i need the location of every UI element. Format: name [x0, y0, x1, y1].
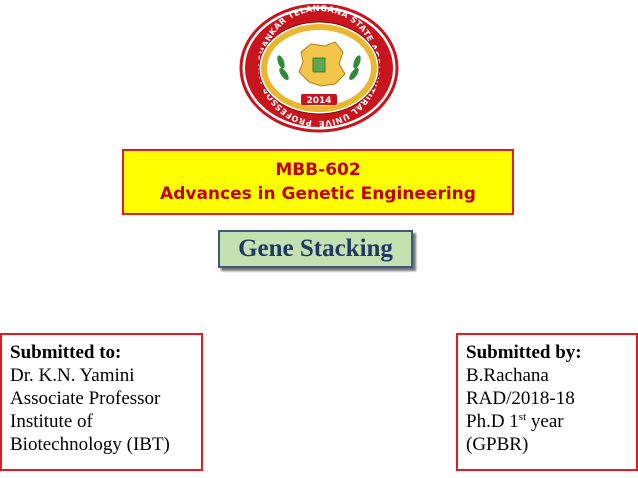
wheat-icon	[277, 55, 361, 80]
student-name: B.Rachana	[466, 365, 549, 386]
advisor-institute-line1: Institute of	[10, 411, 93, 432]
advisor-institute-line2: Biotechnology (IBT)	[10, 434, 170, 455]
course-title-box: MBB-602 Advances in Genetic Engineering	[122, 149, 514, 215]
degree-prefix: Ph.D 1	[466, 411, 519, 432]
submitted-to-box: Submitted to: Dr. K.N. Yamini Associate …	[0, 333, 203, 471]
degree-suffix: year	[526, 411, 564, 432]
advisor-name: Dr. K.N. Yamini	[10, 365, 135, 386]
submitted-by-heading: Submitted by:	[466, 342, 582, 363]
student-degree: Ph.D 1st year	[466, 410, 630, 433]
topic-title: Gene Stacking	[238, 235, 393, 262]
submitted-to-heading: Submitted to:	[10, 342, 122, 363]
topic-box: Gene Stacking	[218, 230, 413, 268]
submitted-by-box: Submitted by: B.Rachana RAD/2018-18 Ph.D…	[456, 333, 638, 471]
student-department: (GPBR)	[466, 434, 529, 455]
degree-ordinal: st	[518, 411, 527, 423]
university-logo: PROFESSOR JAYASHANKAR TELANGANA STATE AG…	[239, 4, 399, 133]
logo-year: 2014	[306, 96, 331, 106]
advisor-designation: Associate Professor	[10, 388, 161, 409]
course-code: MBB-602	[275, 160, 361, 180]
student-id: RAD/2018-18	[466, 388, 575, 409]
course-name: Advances in Genetic Engineering	[160, 184, 476, 204]
